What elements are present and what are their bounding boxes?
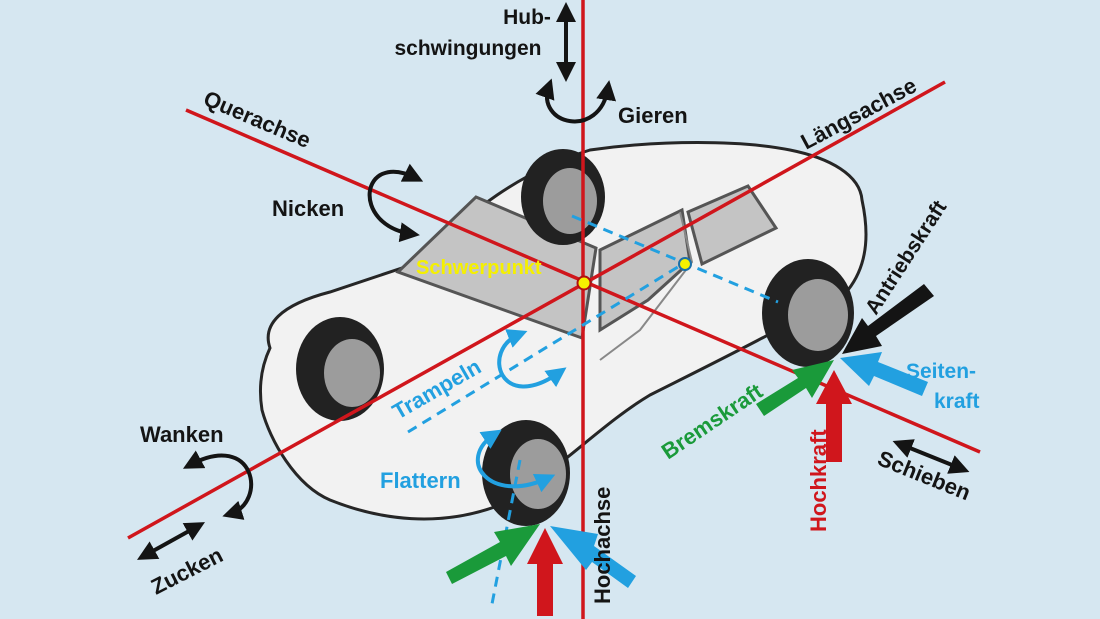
side-force-label-line2: kraft (934, 390, 980, 413)
rotation-arrow-icon (535, 78, 617, 124)
force-arrow-icon (446, 524, 540, 584)
rotation-arrow-icon (182, 450, 254, 520)
vertical-axis-label: Hochachse (590, 487, 615, 604)
wheel-rear-right (521, 149, 605, 245)
double-arrow-icon (892, 439, 970, 474)
longitudinal-axis-line (127, 80, 946, 540)
rotation-arrow-icon (497, 329, 567, 389)
roll-label: Wanken (140, 422, 224, 447)
rotation-arrow-icon (475, 429, 556, 493)
side-force-label-line1: Seiten- (906, 360, 976, 383)
wheel-front-left (296, 317, 384, 421)
center-of-gravity-label: Schwerpunkt (416, 257, 542, 279)
door-line (599, 211, 694, 361)
force-arrow-icon (756, 360, 834, 416)
blue-motion-arrows (475, 329, 567, 493)
rear-reference-point (678, 257, 692, 271)
force-arrow-icon (840, 352, 928, 396)
pitch-label: Nicken (272, 196, 344, 221)
yaw-label: Gieren (618, 103, 688, 128)
force-arrow-icon (550, 526, 636, 588)
force-arrow-icon (816, 370, 852, 462)
flutter-label: Flattern (380, 468, 461, 493)
center-of-gravity-point (576, 275, 592, 291)
vertical-force-label: Hochkraft (806, 429, 831, 532)
force-arrows (446, 284, 934, 616)
heave-label-line1: Hub- (503, 6, 551, 29)
double-arrow-icon (137, 522, 205, 560)
front-side-window (598, 207, 692, 333)
wheel-rear-left (762, 259, 854, 367)
force-arrow-icon (527, 528, 563, 616)
black-motion-arrows (137, 1, 970, 560)
rear-side-window (686, 184, 779, 267)
heave-label-line2: schwingungen (395, 37, 542, 60)
rotation-arrow-icon (367, 163, 424, 243)
force-arrow-icon (842, 284, 934, 354)
